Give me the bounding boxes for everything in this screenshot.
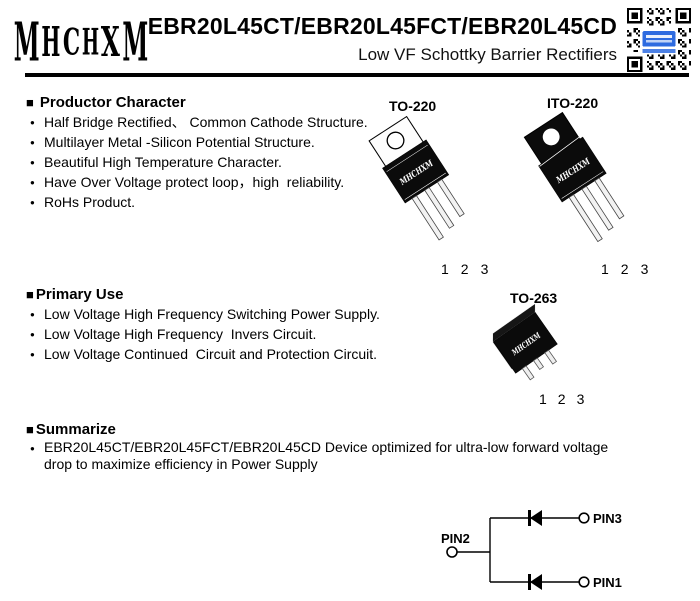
circuit-pin1-label: PIN1 bbox=[593, 575, 622, 590]
list-item: ● Low Voltage Continued Circuit and Prote… bbox=[26, 344, 456, 364]
dot-bullet-icon: ● bbox=[30, 330, 35, 339]
dot-bullet-icon: ● bbox=[30, 444, 35, 453]
pin-numbers-ito220: 1 2 3 bbox=[601, 261, 648, 277]
svg-text:M: M bbox=[122, 12, 148, 64]
diode-icon bbox=[530, 510, 542, 526]
list-item: ● Beautiful High Temperature Character. bbox=[26, 152, 456, 172]
pin-numbers-to263: 1 2 3 bbox=[539, 391, 584, 407]
dot-bullet-icon: ● bbox=[30, 178, 35, 187]
square-bullet-icon: ■ bbox=[26, 286, 34, 302]
list-item: ● RoHs Product. bbox=[26, 192, 456, 212]
ito220-leg bbox=[581, 185, 614, 231]
pin-number: 3 bbox=[576, 391, 585, 407]
bullet-text: EBR20L45CT/EBR20L45FCT/EBR20L45CD Device… bbox=[44, 439, 613, 472]
terminal-circle-pin2 bbox=[446, 546, 458, 558]
square-bullet-icon: ■ bbox=[26, 94, 34, 110]
ito220-leg bbox=[594, 177, 625, 220]
pin-number: 1 bbox=[441, 261, 449, 277]
section-heading: ■ Primary Use bbox=[26, 284, 456, 304]
qr-finder-bottom-left bbox=[627, 56, 643, 72]
diode-icon bbox=[530, 574, 542, 590]
section-heading: ■ Summarize bbox=[26, 419, 646, 439]
bullet-text: Low Voltage High Frequency Invers Circui… bbox=[44, 326, 317, 342]
bullet-list: ● Half Bridge Rectified、 Common Cathode S… bbox=[26, 112, 456, 212]
section-heading-text: Productor Character bbox=[39, 93, 186, 111]
qr-code bbox=[627, 8, 691, 72]
dot-bullet-icon: ● bbox=[30, 118, 35, 127]
bullet-text: RoHs Product. bbox=[44, 194, 136, 210]
package-label-to263: TO-263 bbox=[510, 290, 558, 306]
page-subtitle: Low VF Schottky Barrier Rectifiers bbox=[358, 45, 617, 64]
bullet-text: Low Voltage Continued Circuit and Protec… bbox=[44, 346, 378, 362]
to263-leg bbox=[544, 349, 558, 365]
bullet-list: ● EBR20L45CT/EBR20L45FCT/EBR20L45CD Devic… bbox=[26, 439, 646, 473]
terminal-circle-pin3 bbox=[578, 512, 590, 524]
package-label-to220: TO-220 bbox=[389, 98, 437, 114]
dot-bullet-icon: ● bbox=[30, 158, 35, 167]
pin-number: 1 bbox=[601, 261, 609, 277]
ito220-leg bbox=[568, 194, 603, 243]
list-item: ● Low Voltage High Frequency Invers Circu… bbox=[26, 324, 456, 344]
qr-center-logo bbox=[642, 31, 676, 54]
bullet-text: Half Bridge Rectified、 Common Cathode St… bbox=[44, 114, 368, 130]
pin-number: 1 bbox=[539, 391, 547, 407]
circuit-diagram: PIN2 PIN3 PIN1 bbox=[441, 510, 622, 590]
package-drawing-ito220: MHCHXM bbox=[523, 111, 625, 243]
to220-leg bbox=[424, 186, 455, 229]
pin-number: 2 bbox=[620, 261, 629, 277]
bullet-text: Have Over Voltage protect loop，high reli… bbox=[44, 174, 345, 190]
list-item: ● Low Voltage High Frequency Switching Po… bbox=[26, 304, 456, 324]
qr-finder-top-right bbox=[675, 8, 691, 24]
section-heading: ■ Productor Character bbox=[26, 92, 456, 112]
section-heading-text: Summarize bbox=[35, 420, 116, 438]
page-title: EBR20L45CT/EBR20L45FCT/EBR20L45CD bbox=[147, 13, 617, 39]
pin-number: 3 bbox=[480, 261, 489, 277]
svg-text:C: C bbox=[63, 20, 80, 63]
dot-bullet-icon: ● bbox=[30, 310, 35, 319]
to220-leg bbox=[411, 195, 444, 241]
circuit-pin2-label: PIN2 bbox=[441, 531, 470, 546]
to263-leg bbox=[521, 365, 535, 381]
dot-bullet-icon: ● bbox=[30, 198, 35, 207]
pin-number: 3 bbox=[640, 261, 649, 277]
svg-text:H: H bbox=[82, 20, 99, 63]
to263-leg bbox=[533, 357, 544, 370]
qr-modules bbox=[627, 8, 691, 70]
bullet-text: Low Voltage High Frequency Switching Pow… bbox=[44, 306, 380, 322]
svg-text:M: M bbox=[14, 12, 40, 64]
to220-leg bbox=[436, 178, 465, 218]
pin-number: 2 bbox=[557, 391, 566, 407]
section-productor-character: ■ Productor Character ● Half Bridge Recti… bbox=[26, 92, 456, 212]
qr-finder-top-left bbox=[627, 8, 643, 24]
square-bullet-icon: ■ bbox=[26, 421, 34, 437]
bullet-text: Beautiful High Temperature Character. bbox=[44, 154, 282, 170]
svg-text:X: X bbox=[101, 17, 120, 64]
ito220-mounting-hole bbox=[542, 128, 560, 146]
terminal-circle-pin1 bbox=[578, 576, 590, 588]
header-rule bbox=[25, 73, 689, 77]
section-primary-use: ■ Primary Use ● Low Voltage High Frequenc… bbox=[26, 284, 456, 364]
circuit-pin3-label: PIN3 bbox=[593, 511, 622, 526]
list-item: ● Multilayer Metal -Silicon Potential Str… bbox=[26, 132, 456, 152]
pin-number: 2 bbox=[460, 261, 469, 277]
pin-numbers-to220: 1 2 3 bbox=[441, 261, 488, 277]
bullet-list: ● Low Voltage High Frequency Switching Po… bbox=[26, 304, 456, 364]
section-heading-text: Primary Use bbox=[35, 285, 124, 303]
svg-text:H: H bbox=[41, 17, 60, 64]
dot-bullet-icon: ● bbox=[30, 138, 35, 147]
dot-bullet-icon: ● bbox=[30, 350, 35, 359]
package-label-ito220: ITO-220 bbox=[547, 95, 599, 111]
list-item: ● Half Bridge Rectified、 Common Cathode S… bbox=[26, 112, 456, 132]
list-item: ● EBR20L45CT/EBR20L45FCT/EBR20L45CD Devic… bbox=[26, 439, 646, 473]
bullet-text: Multilayer Metal -Silicon Potential Stru… bbox=[44, 134, 315, 150]
to220-mounting-hole bbox=[386, 131, 405, 150]
package-drawing-to263: MHCHXM bbox=[492, 303, 558, 381]
section-summarize: ■ Summarize ● EBR20L45CT/EBR20L45FCT/EBR2… bbox=[26, 419, 646, 473]
list-item: ● Have Over Voltage protect loop，high rel… bbox=[26, 172, 456, 192]
package-drawing-to220: MHCHXM bbox=[368, 115, 465, 241]
